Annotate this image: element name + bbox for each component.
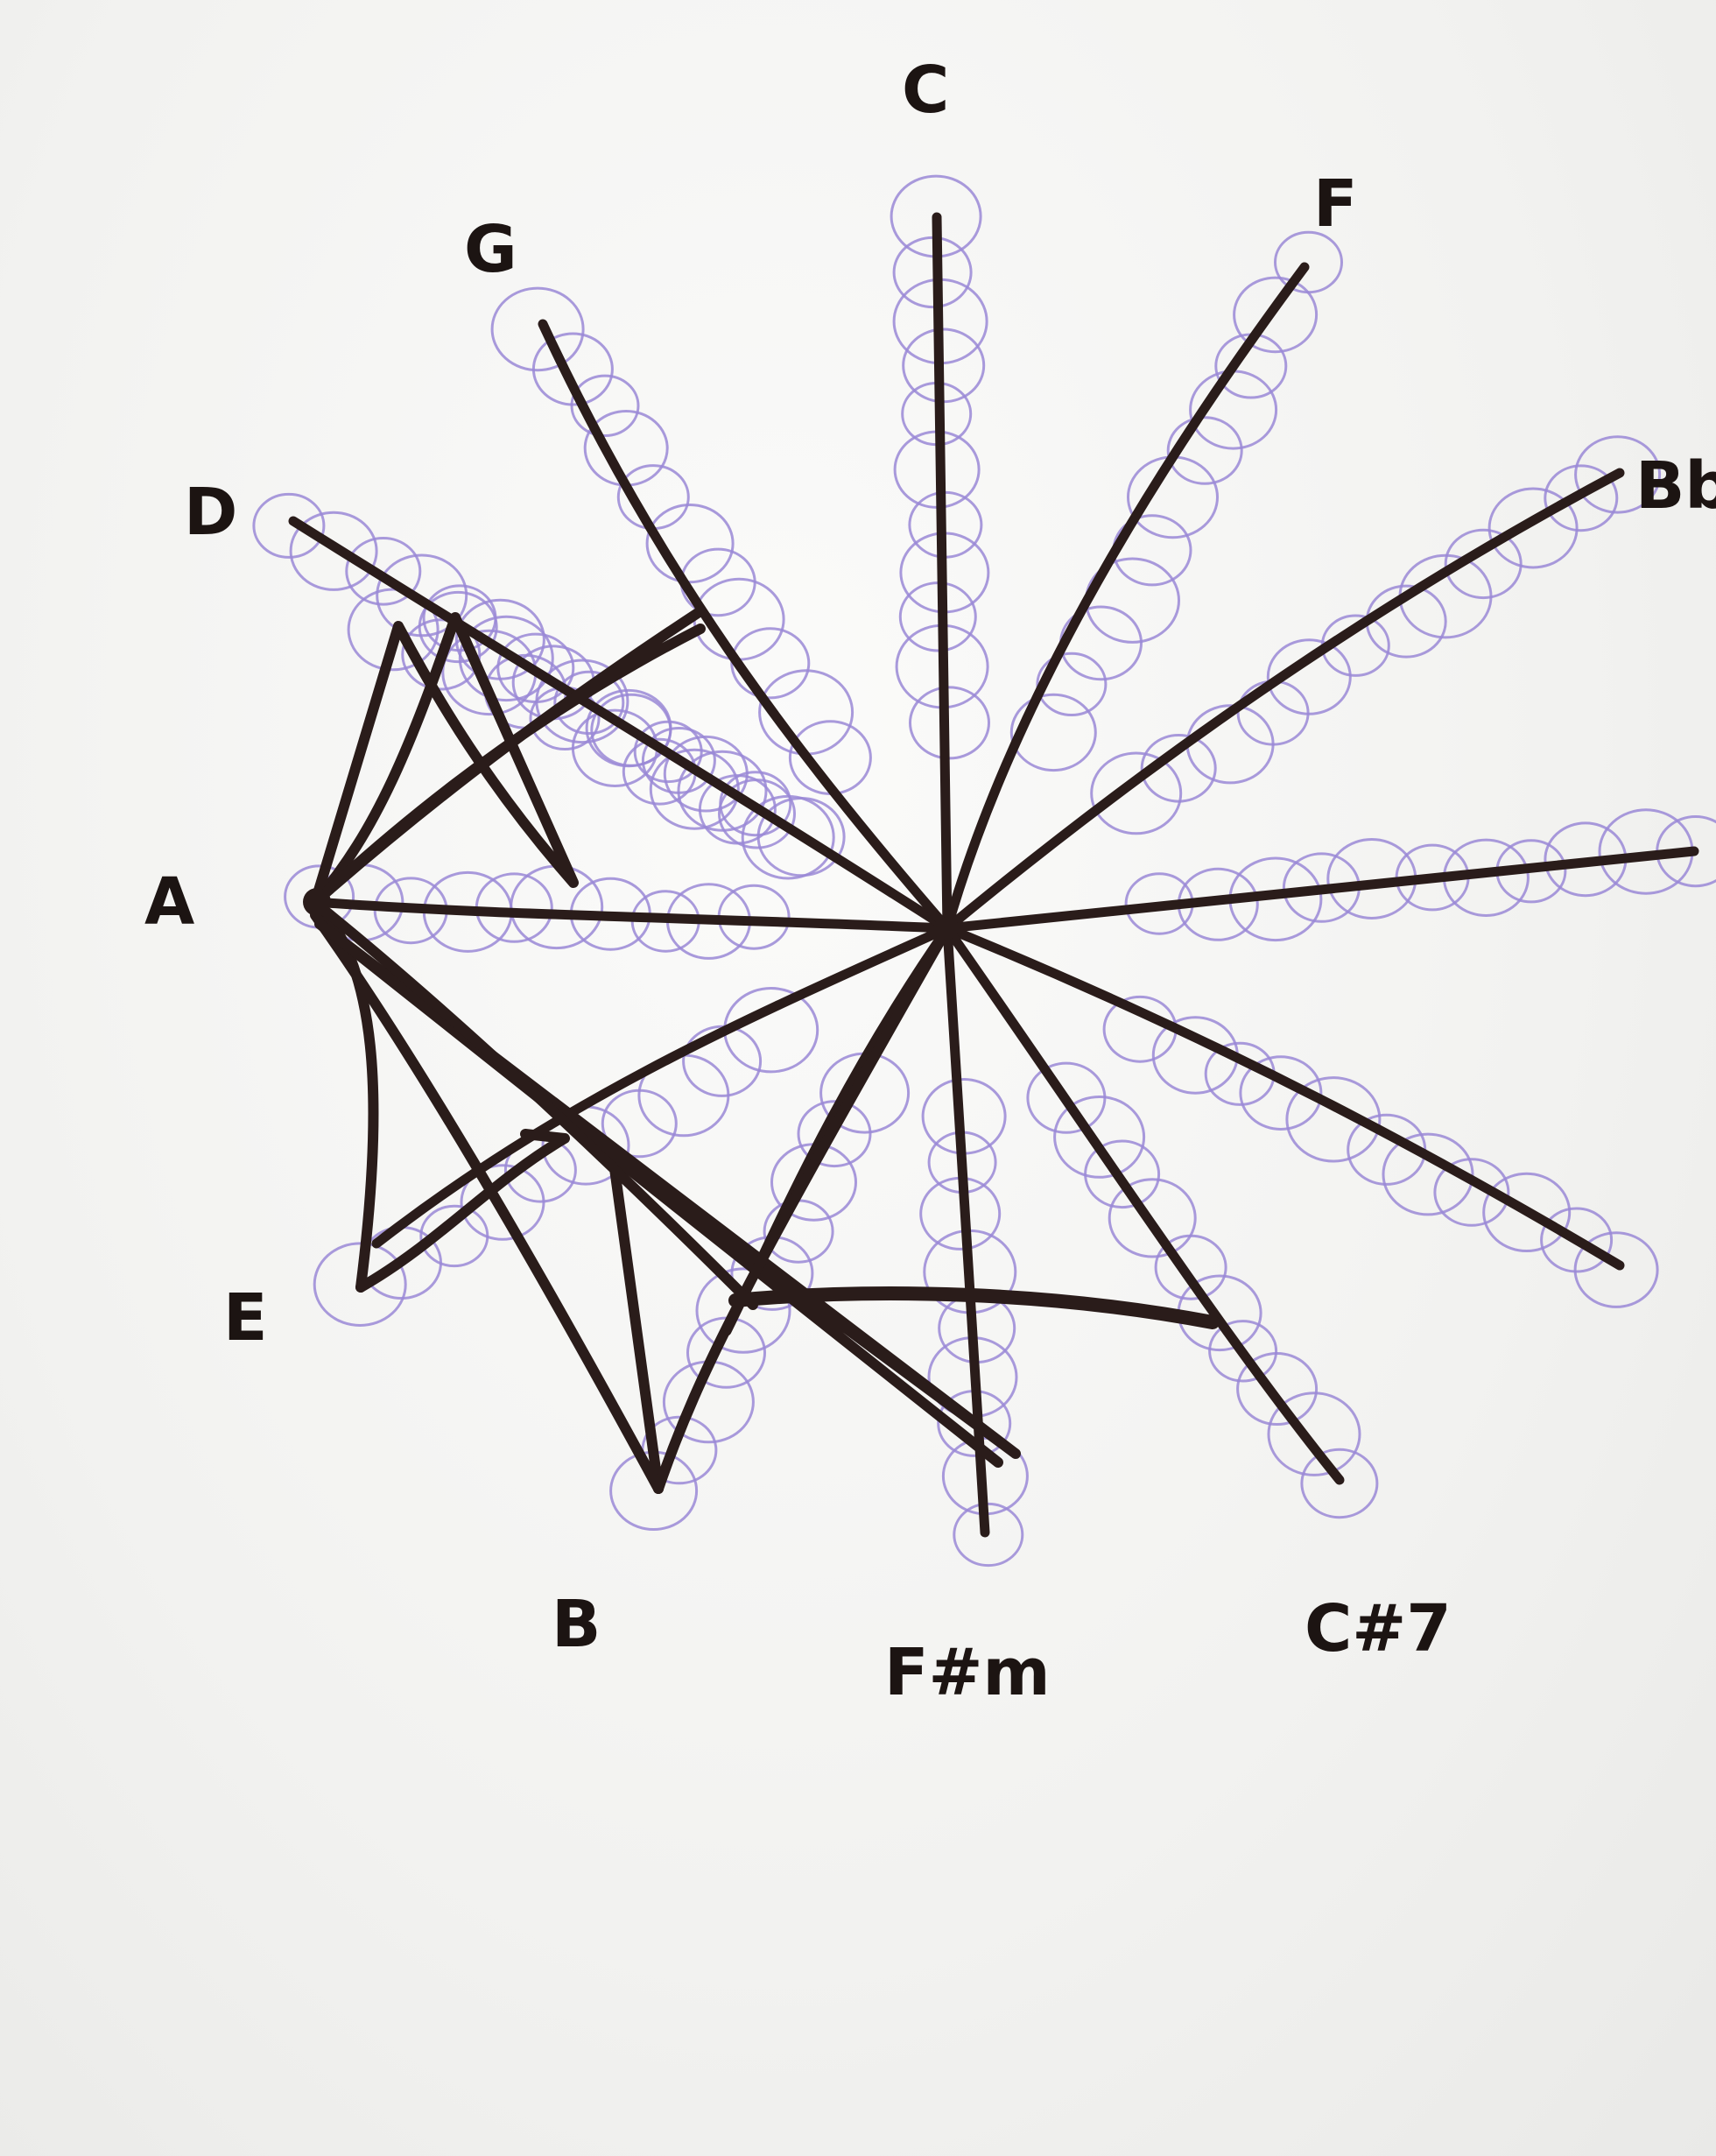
label-e: E bbox=[223, 1280, 268, 1356]
pencil-circle bbox=[347, 588, 440, 672]
pencil-circle bbox=[1108, 1178, 1197, 1258]
pencil-circle bbox=[1053, 1096, 1146, 1179]
path-a-to-upper-stub bbox=[310, 606, 706, 907]
spoke-to-a bbox=[310, 897, 953, 934]
pencil-circle bbox=[553, 670, 625, 736]
ink-spokes bbox=[288, 212, 1699, 1538]
pencil-circle bbox=[1239, 1055, 1323, 1131]
spoke-to-right bbox=[942, 846, 1699, 934]
a-node-dot bbox=[303, 888, 331, 916]
pencil-circle bbox=[1009, 693, 1097, 772]
pencil-circle bbox=[490, 286, 585, 372]
pencil-circle bbox=[1285, 1076, 1382, 1163]
pencil-circle bbox=[1382, 1132, 1474, 1216]
pencil-circle bbox=[682, 1025, 763, 1097]
hub-dot bbox=[936, 917, 959, 940]
pencil-circle bbox=[1236, 1352, 1319, 1426]
pencil-circle bbox=[252, 492, 326, 559]
label-c: C bbox=[902, 53, 949, 128]
spoke-to-f bbox=[942, 262, 1310, 934]
pencil-circle bbox=[695, 1267, 791, 1354]
pencil-circle bbox=[460, 1164, 545, 1241]
pencil-circle bbox=[1036, 652, 1108, 717]
spoke-to-g bbox=[538, 319, 953, 934]
path-a-to-b bbox=[310, 910, 664, 1494]
spoke-to-lower-right bbox=[942, 923, 1625, 1271]
path-a-to-triangle bbox=[310, 612, 579, 907]
pencil-circle bbox=[1487, 487, 1579, 569]
pencil-circle bbox=[401, 618, 482, 691]
spoke-to-d bbox=[288, 516, 953, 934]
label-f: F bbox=[1313, 166, 1358, 242]
pencil-circle bbox=[1574, 435, 1662, 514]
path-a-to-bar bbox=[314, 901, 758, 1310]
pencil-circle bbox=[1300, 1448, 1379, 1519]
pencil-circle bbox=[1274, 230, 1343, 294]
pencil-circle bbox=[1140, 734, 1217, 803]
pencil-circle bbox=[1090, 751, 1183, 835]
ink-progression-path bbox=[310, 606, 1220, 1494]
pencil-circle bbox=[730, 627, 811, 700]
pencil-circle bbox=[1266, 638, 1352, 715]
pencil-circle bbox=[649, 748, 740, 830]
label-d: D bbox=[184, 475, 237, 550]
label-fsharp-m: F#m bbox=[884, 1635, 1051, 1710]
pencil-circle bbox=[458, 615, 554, 702]
spoke-to-c bbox=[932, 212, 953, 934]
path-e-to-stub bbox=[355, 1129, 570, 1293]
pencil-circle bbox=[1233, 276, 1319, 354]
pencil-circle bbox=[422, 584, 497, 652]
pencil-circle bbox=[1444, 528, 1523, 600]
pencil-circle bbox=[909, 686, 990, 760]
pencil-circle bbox=[663, 735, 749, 813]
label-bb: Bb bbox=[1635, 448, 1716, 524]
pencil-circle bbox=[641, 727, 716, 794]
pencil-circle bbox=[1166, 416, 1243, 485]
pencil-circle bbox=[376, 553, 468, 638]
pencil-circle bbox=[1154, 1234, 1227, 1300]
pencil-circle bbox=[1084, 1139, 1161, 1209]
pencil-circle bbox=[601, 1089, 678, 1159]
pencil-circle bbox=[645, 504, 735, 584]
pencil-circle bbox=[510, 864, 604, 950]
pencil-circle bbox=[313, 1242, 407, 1327]
spoke-to-bb bbox=[942, 468, 1625, 934]
pencil-circle bbox=[1482, 1172, 1572, 1253]
pencil-circle bbox=[797, 1100, 872, 1168]
pencil-circle bbox=[1208, 1320, 1278, 1383]
pencil-circle bbox=[1544, 464, 1619, 532]
pencil-circle bbox=[1433, 1158, 1510, 1227]
pencil-circle bbox=[741, 794, 835, 880]
pencil-circle bbox=[1573, 1231, 1659, 1308]
path-bar-to-right bbox=[728, 1286, 1220, 1329]
pencil-circle bbox=[583, 410, 669, 487]
pencil-circle bbox=[590, 693, 672, 767]
pencil-circle bbox=[698, 774, 777, 845]
label-g: G bbox=[464, 212, 517, 287]
label-a: A bbox=[144, 864, 194, 940]
pencil-circle bbox=[1267, 1392, 1361, 1476]
pencil-circle bbox=[454, 598, 545, 680]
label-b: B bbox=[552, 1587, 601, 1662]
pencil-circle bbox=[719, 771, 792, 837]
pencil-circle bbox=[419, 1204, 489, 1268]
pencil-circle bbox=[289, 511, 378, 591]
pencil-circle bbox=[677, 750, 768, 832]
pencil-circle bbox=[953, 1502, 1024, 1568]
pencil-circle bbox=[345, 537, 422, 606]
spoke-to-csharp7 bbox=[942, 923, 1345, 1485]
spoke-to-e bbox=[371, 923, 953, 1249]
label-csharp7: C#7 bbox=[1305, 1591, 1452, 1666]
